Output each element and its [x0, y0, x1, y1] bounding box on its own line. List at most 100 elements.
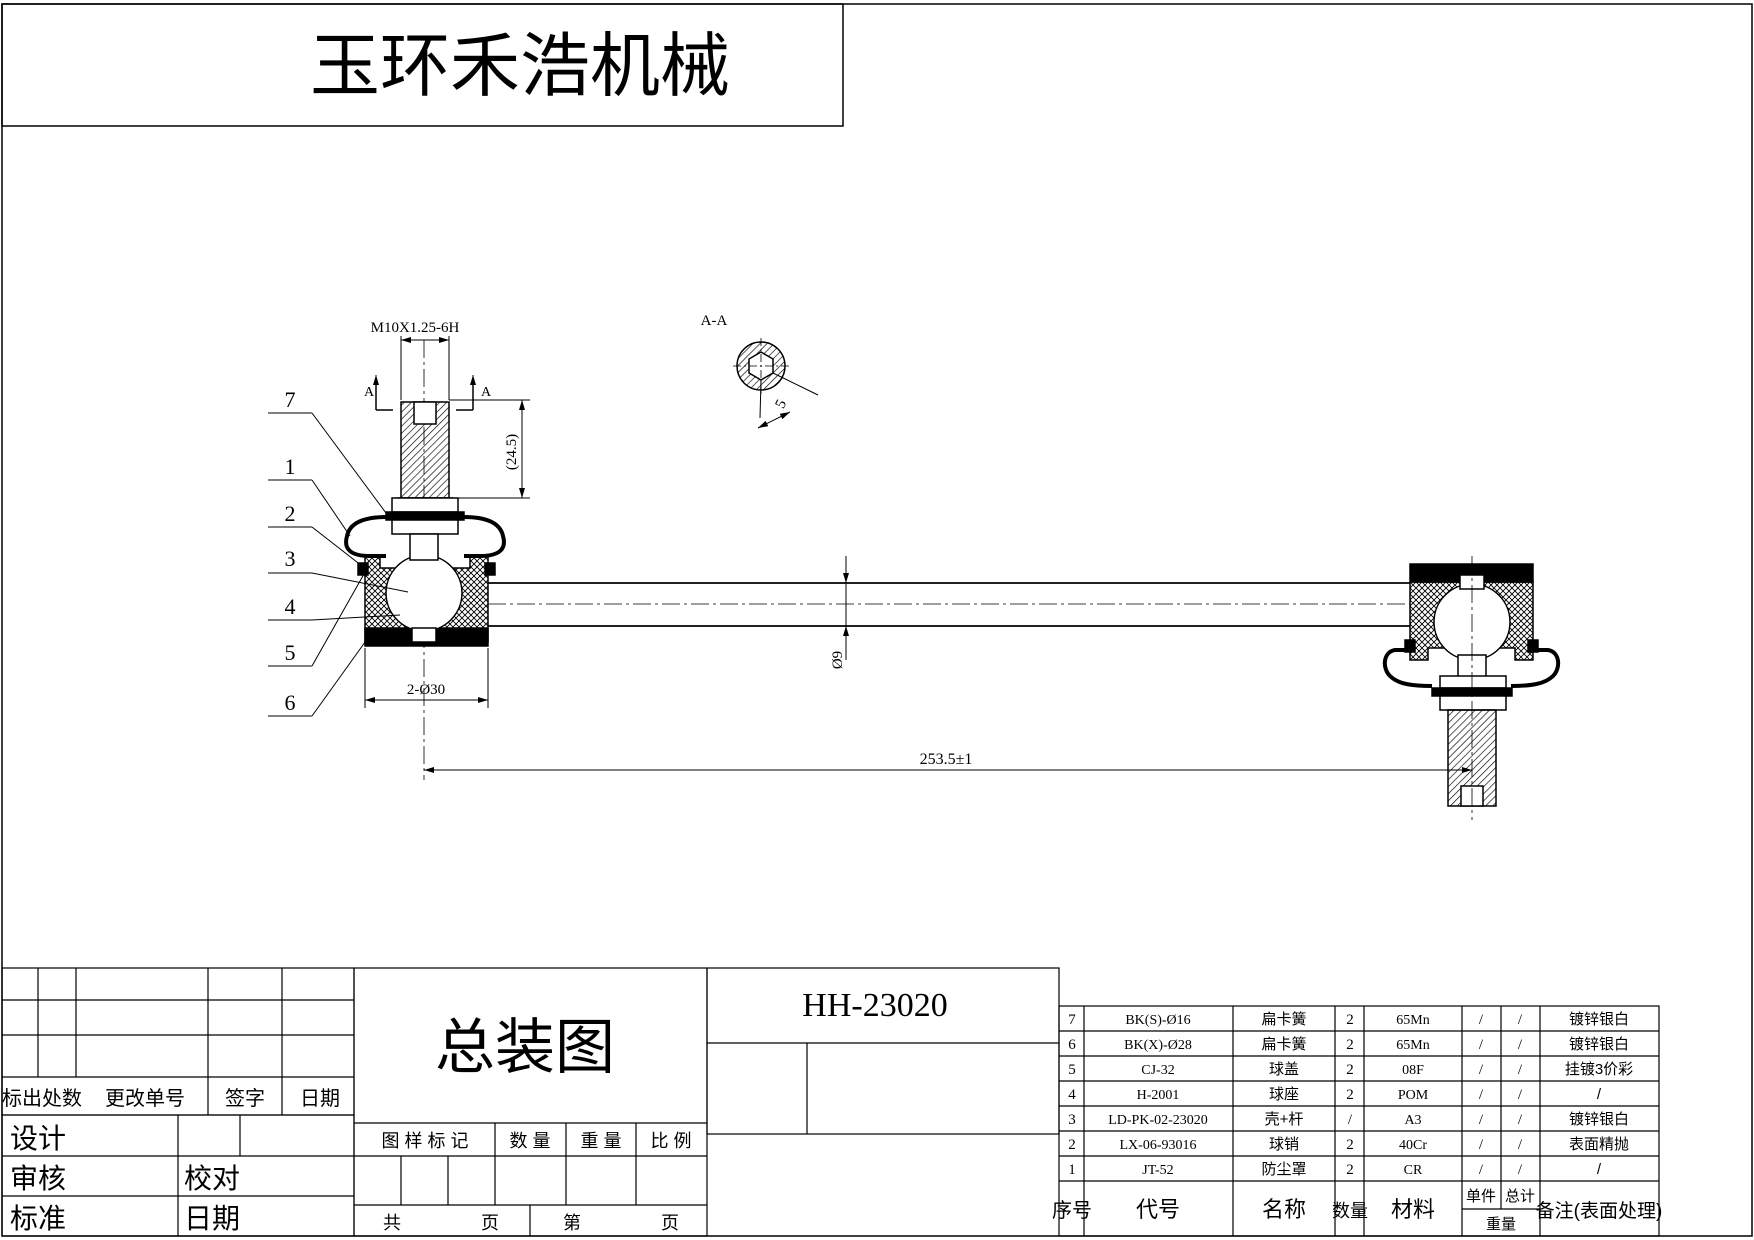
bom-cell-code: BK(S)-Ø16: [1125, 1013, 1190, 1028]
bom-cell-name: 扁卡簧: [1261, 1036, 1306, 1053]
left-dust-boot: [344, 515, 387, 558]
label-review: 审核: [10, 1163, 66, 1194]
left-ball: [385, 554, 463, 632]
bom-cell-code: LX-06-93016: [1120, 1138, 1197, 1153]
left-collar: [391, 497, 459, 513]
section-view-label: A-A: [701, 313, 728, 329]
right-dust-boot: [1382, 648, 1433, 688]
bom-cell-remark: /: [1597, 1086, 1602, 1103]
left-hex-socket: [413, 401, 437, 425]
revision-header-sign: 签字: [225, 1087, 265, 1110]
bom-cell-seq: 5: [1068, 1062, 1076, 1078]
right-collar: [1439, 675, 1507, 689]
bom-cell-qty: 2: [1346, 1062, 1354, 1078]
section-view-aa: A-A 5: [701, 313, 819, 429]
bom-cell-remark: /: [1597, 1161, 1602, 1178]
bom-cell-material: A3: [1404, 1113, 1421, 1128]
bom-header-seq: 序号: [1052, 1199, 1092, 1222]
bom-header-name: 名称: [1262, 1197, 1306, 1222]
balloon-3: 3: [285, 546, 296, 571]
drawing-number: HH-23020: [802, 987, 947, 1024]
hex-size-dimension: 5: [773, 397, 791, 411]
bom-cell-unit: /: [1479, 1112, 1484, 1128]
label-page: 页: [481, 1213, 499, 1233]
balloon-7: 7: [285, 387, 296, 412]
bom-cell-total: /: [1518, 1012, 1523, 1028]
bom-cell-unit: /: [1479, 1037, 1484, 1053]
bom-cell-material: 08F: [1402, 1063, 1424, 1078]
balloon-5: 5: [285, 640, 296, 665]
thread-dimension: M10X1.25-6H: [371, 320, 460, 336]
bom-cell-remark: 镀锌银白: [1569, 1036, 1629, 1053]
balloon-4: 4: [285, 594, 296, 619]
bom-cell-qty: 2: [1346, 1137, 1354, 1153]
balloon-6: 6: [285, 690, 296, 715]
bom-cell-remark: 挂镀3价彩: [1565, 1061, 1633, 1078]
bom-cell-seq: 3: [1068, 1112, 1076, 1128]
bom-cell-remark: 表面精抛: [1569, 1136, 1629, 1153]
label-scale: 比 例: [650, 1131, 691, 1151]
bom-cell-name: 球盖: [1269, 1061, 1299, 1078]
label-sample-mark: 图 样 标 记: [381, 1131, 468, 1151]
dimensions: M10X1.25-6H A A (24.5) 2-Ø30 Ø9 253.5±1: [364, 320, 1472, 773]
label-design: 设计: [10, 1123, 66, 1154]
bom-cell-code: H-2001: [1137, 1088, 1180, 1103]
bom-cell-code: JT-52: [1142, 1163, 1173, 1178]
bom-header-qty: 数量: [1332, 1201, 1368, 1221]
label-quantity: 数 量: [509, 1131, 550, 1151]
bom-cell-qty: 2: [1346, 1037, 1354, 1053]
bom-cell-seq: 6: [1068, 1037, 1076, 1053]
bom-cell-material: POM: [1398, 1088, 1429, 1103]
bom-cell-seq: 2: [1068, 1137, 1076, 1153]
bom-cell-qty: 2: [1346, 1087, 1354, 1103]
thread-length-dimension: (24.5): [504, 434, 520, 470]
bom-cell-seq: 7: [1068, 1012, 1076, 1028]
title-block-center: 总装图 图 样 标 记 数 量 重 量 比 例 共 页 第 页: [353, 967, 708, 1237]
bom-cell-total: /: [1518, 1137, 1523, 1153]
revision-header-date: 日期: [300, 1088, 340, 1110]
bom-cell-total: /: [1518, 1062, 1523, 1078]
bom-header-remark: 备注(表面处理): [1536, 1200, 1663, 1222]
label-proof: 校对: [184, 1163, 240, 1194]
bom-cell-unit: /: [1479, 1137, 1484, 1153]
bom-cell-name: 防尘罩: [1261, 1161, 1306, 1178]
bom-cell-code: LD-PK-02-23020: [1108, 1113, 1208, 1128]
bom-cell-material: 65Mn: [1396, 1038, 1429, 1053]
bom-header-total: 总计: [1505, 1188, 1535, 1205]
assembly-drawing: [344, 340, 1561, 820]
bom-cell-name: 扁卡簧: [1261, 1011, 1306, 1028]
bom-cell-material: 40Cr: [1399, 1138, 1427, 1153]
bom-cell-seq: 4: [1068, 1087, 1076, 1103]
bom-cell-qty: 2: [1346, 1012, 1354, 1028]
bom-cell-total: /: [1518, 1087, 1523, 1103]
label-standard: 标准: [10, 1203, 66, 1234]
left-circlip: [385, 511, 465, 521]
section-mark-left: A: [364, 385, 375, 400]
balloon-2: 2: [285, 501, 296, 526]
bom-header: 序号 代号 名称 数量 材料 单件 总计 重量 备注(表面处理): [1052, 1188, 1662, 1233]
bom-row: 2 LX-06-93016 球销 2 40Cr / / 表面精抛: [1068, 1136, 1629, 1153]
bom-cell-material: CR: [1404, 1163, 1423, 1178]
company-title-box: 玉环禾浩机械: [1, 3, 844, 127]
bom-cell-qty: 2: [1346, 1162, 1354, 1178]
bom-cell-code: BK(X)-Ø28: [1124, 1038, 1192, 1053]
bom-cell-seq: 1: [1068, 1162, 1076, 1178]
label-page2: 页: [661, 1213, 679, 1233]
center-distance-dimension: 253.5±1: [920, 751, 973, 768]
label-date: 日期: [184, 1203, 240, 1234]
bom-header-material: 材料: [1391, 1197, 1435, 1222]
revision-header-change: 更改单号: [105, 1087, 185, 1110]
bom-cell-name: 球销: [1269, 1136, 1299, 1153]
bom-header-code: 代号: [1136, 1197, 1180, 1222]
part-balloons: 7 1 2 3 4 5 6: [268, 387, 409, 717]
label-weight: 重 量: [580, 1131, 621, 1151]
bom-header-unit: 单件: [1466, 1188, 1496, 1205]
bom-cell-code: CJ-32: [1141, 1063, 1174, 1078]
